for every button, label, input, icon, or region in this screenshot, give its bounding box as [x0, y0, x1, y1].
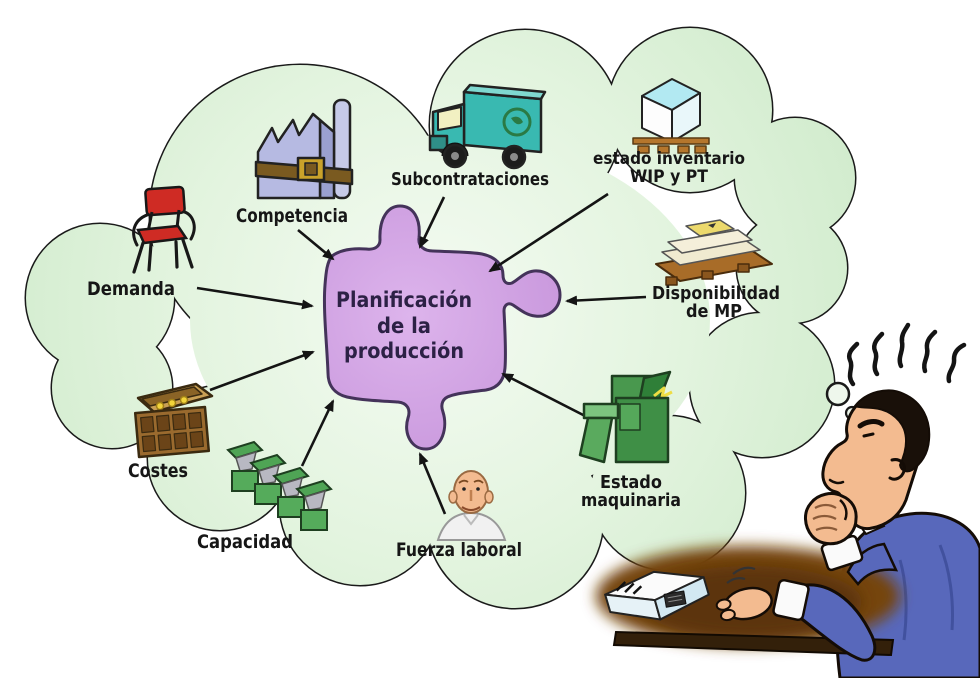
puzzle-piece: Planificación de la producción — [322, 204, 562, 451]
typing-motion-lines — [726, 566, 756, 584]
machine-icon — [578, 370, 673, 464]
demanda-label: Demanda — [87, 278, 175, 300]
estado-maquinaria-label-line1: Estado — [600, 472, 662, 493]
capacidad-label: Capacidad — [197, 531, 293, 553]
puzzle-title-line1: Planificación — [336, 288, 472, 312]
subcontrataciones-label: Subcontrataciones — [391, 169, 549, 190]
thinking-man — [596, 389, 980, 678]
puzzle-title-line3: producción — [344, 339, 464, 363]
estado-inventario-label-line1: estado inventario — [593, 149, 745, 169]
arrow-capacidad — [300, 399, 335, 467]
disponibilidad-label-line2: de MP — [686, 301, 742, 322]
competencia-label: Competencia — [236, 205, 348, 227]
nostril — [828, 478, 845, 485]
arrow-competencia — [297, 228, 335, 261]
arrow-costes — [209, 350, 315, 392]
fuerza-laboral-label: Fuerza laboral — [396, 539, 522, 561]
eyebrow — [857, 419, 885, 429]
costes-label: Costes — [128, 460, 188, 482]
arrow-disponibilidad — [565, 295, 647, 306]
desk-edge — [612, 630, 895, 657]
puzzle-title-line2: de la — [377, 314, 431, 338]
arrow-demanda — [196, 286, 314, 310]
arrow-subcontrataciones — [418, 196, 446, 249]
factory-icon — [254, 98, 354, 200]
estado-maquinaria-label-line2: maquinaria — [581, 490, 681, 511]
arrow-fuerza-laboral — [418, 452, 447, 515]
disponibilidad-label-line1: Disponibilidad — [652, 283, 780, 304]
thought-bubble-large — [825, 381, 851, 407]
eye — [862, 432, 875, 438]
shirt-cuff — [772, 578, 810, 622]
pallet-materials-icon — [655, 219, 773, 286]
man-fist — [804, 492, 858, 546]
worker-icon — [436, 470, 507, 541]
machines-row-icon — [226, 440, 333, 531]
arrow-estado-maquinaria — [501, 372, 592, 421]
treasure-chest-icon — [133, 382, 214, 459]
chair-icon — [132, 185, 196, 274]
ear-icon — [888, 458, 906, 481]
man-desk-arm — [796, 583, 877, 662]
stress-squiggles-icon — [847, 322, 967, 387]
estado-inventario-label-line2: WIP y PT — [630, 167, 708, 187]
laptop — [604, 570, 710, 621]
arrow-estado-inventario — [488, 192, 609, 273]
typing-hand — [715, 586, 773, 622]
pallet-box-icon — [632, 78, 710, 154]
truck-icon — [428, 83, 547, 170]
